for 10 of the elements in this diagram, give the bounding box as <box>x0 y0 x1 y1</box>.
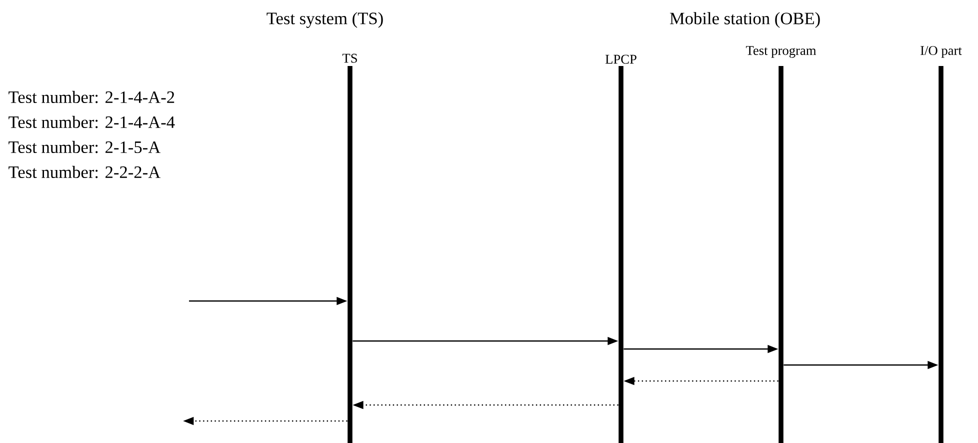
lifeline-label: Test program <box>746 46 816 58</box>
lifeline-label: TS <box>342 54 357 63</box>
test-number: Test number: 2-1-5-A <box>8 140 160 154</box>
group-heading: Test system (TS) <box>266 12 383 28</box>
test-number: Test number: 2-1-4-A-4 <box>8 116 175 128</box>
test-number: Test number: 2-1-4-A-2 <box>8 90 174 104</box>
test-number: Test number: 2-2-2-A <box>8 166 160 178</box>
group-heading: Mobile station (OBE) <box>670 12 820 28</box>
lifeline-label: I/O part <box>920 46 962 58</box>
lifeline-label: LPCP <box>605 54 636 64</box>
